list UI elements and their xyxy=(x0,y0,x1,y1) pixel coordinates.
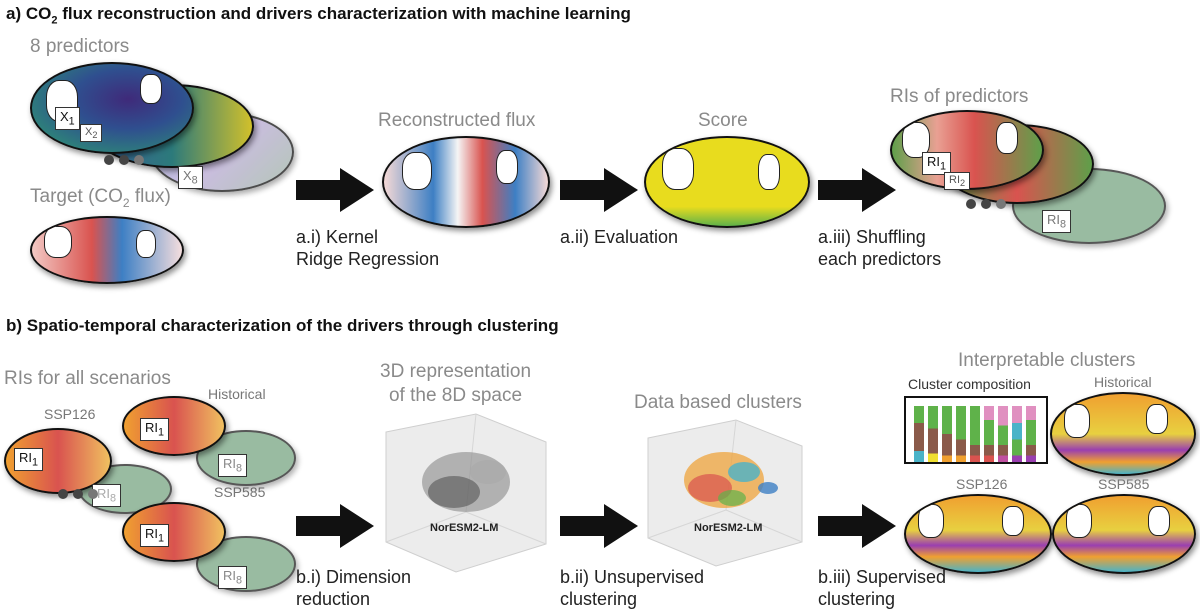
step-a-iii-line1: a.iii) Shuffling xyxy=(818,227,926,247)
step-b-i-line1: b.i) Dimension xyxy=(296,567,412,587)
score-map xyxy=(644,136,810,228)
title-a-prefix: a) CO xyxy=(6,4,52,23)
clusters-3d-plot xyxy=(647,419,803,567)
ris-all-scenarios-label: RIs for all scenarios xyxy=(4,368,171,389)
title-a-sub: 2 xyxy=(51,14,58,27)
composition-bar-2 xyxy=(928,406,938,462)
ri-1-tag: RI1 xyxy=(922,152,952,175)
ssp585-ri8-tag: RI8 xyxy=(218,566,248,589)
composition-bar-6 xyxy=(984,406,994,462)
hist-ri8-tag: RI8 xyxy=(218,454,248,477)
step-b-iii-line2: clustering xyxy=(818,589,896,609)
composition-bar-3 xyxy=(942,406,952,462)
ri-2-tag: RI2 xyxy=(944,172,971,191)
composition-bar-7 xyxy=(998,406,1008,462)
ssp126-map-label: SSP126 xyxy=(956,476,1008,492)
step-b-i: b.i) Dimension reduction xyxy=(296,566,411,610)
predictors-label: 8 predictors xyxy=(30,36,130,57)
hist-ri-map-1 xyxy=(122,396,226,456)
repr-3d-label: 3D representation of the 8D space xyxy=(380,360,531,408)
repr-line1: 3D representation xyxy=(380,361,532,382)
score-label: Score xyxy=(698,110,748,131)
reconstructed-flux-label: Reconstructed flux xyxy=(378,110,536,131)
arrow-b-ii xyxy=(560,504,638,548)
section-a-title: a) CO2 flux reconstruction and drivers c… xyxy=(6,4,631,26)
ssp585-ri-map-1 xyxy=(122,502,226,562)
step-a-i: a.i) Kernel Ridge Regression xyxy=(296,226,439,270)
composition-bar-8 xyxy=(1012,406,1022,462)
hist-ri1-tag: RI1 xyxy=(140,418,170,441)
ssp126-cluster-map xyxy=(904,494,1052,574)
composition-bar-1 xyxy=(914,406,924,462)
model-name-2: NorESM2-LM xyxy=(694,522,763,534)
composition-bar-5 xyxy=(970,406,980,462)
predictor-x1-tag: X1 xyxy=(55,107,80,130)
arrow-a-i xyxy=(296,168,374,212)
step-a-i-line2: Ridge Regression xyxy=(296,249,440,269)
ssp585-ri1-tag: RI1 xyxy=(140,524,170,547)
section-b-title: b) Spatio-temporal characterization of t… xyxy=(6,316,559,335)
ri-ellipsis-dots xyxy=(966,196,1011,214)
ri-map-1 xyxy=(890,110,1044,190)
step-b-i-line2: reduction xyxy=(296,589,371,609)
hist-cluster-map xyxy=(1050,392,1196,476)
arrow-a-iii xyxy=(818,168,896,212)
cluster-composition-label: Cluster composition xyxy=(908,376,1031,392)
predictor-x2-tag: X2 xyxy=(80,124,103,143)
interpretable-clusters-label: Interpretable clusters xyxy=(958,350,1136,371)
model-name-1: NorESM2-LM xyxy=(430,522,499,534)
step-a-ii: a.ii) Evaluation xyxy=(560,227,679,247)
step-a-iii: a.iii) Shuffling each predictors xyxy=(818,226,941,270)
step-a-iii-line2: each predictors xyxy=(818,249,942,269)
ssp585-cluster-map xyxy=(1052,494,1196,574)
arrow-b-i xyxy=(296,504,374,548)
predictor-ellipsis-dots xyxy=(104,152,149,170)
data-clusters-label: Data based clusters xyxy=(634,392,802,413)
step-b-ii-line1: b.ii) Unsupervised xyxy=(560,567,705,587)
composition-bar-9 xyxy=(1026,406,1036,462)
ssp126-scenario-label: SSP126 xyxy=(44,406,96,422)
predictor-x8-tag: X8 xyxy=(178,166,203,189)
composition-bar-4 xyxy=(956,406,966,462)
arrow-a-ii xyxy=(560,168,638,212)
embedding-3d-plot xyxy=(385,413,547,573)
historical-scenario-label: Historical xyxy=(208,386,266,402)
ssp585-scenario-label: SSP585 xyxy=(214,484,266,500)
target-label: Target (CO2 flux) xyxy=(30,186,171,210)
cluster-composition-chart xyxy=(904,396,1048,464)
hist-map-label: Historical xyxy=(1094,374,1152,390)
step-a-i-line1: a.i) Kernel xyxy=(296,227,379,247)
step-b-iii: b.iii) Supervised clustering xyxy=(818,566,946,610)
title-a-suffix: flux reconstruction and drivers characte… xyxy=(57,4,631,23)
step-b-iii-line1: b.iii) Supervised xyxy=(818,567,947,587)
step-b-ii: b.ii) Unsupervised clustering xyxy=(560,566,704,610)
repr-line2: of the 8D space xyxy=(388,385,523,406)
step-b-ii-line2: clustering xyxy=(560,589,638,609)
reconstructed-flux-map xyxy=(382,136,550,228)
ssp585-map-label: SSP585 xyxy=(1098,476,1150,492)
ris-of-predictors-label: RIs of predictors xyxy=(890,86,1029,107)
arrow-b-iii xyxy=(818,504,896,548)
scenario-ellipsis-dots xyxy=(58,486,103,504)
ri-8-tag: RI8 xyxy=(1042,210,1072,233)
target-flux-map xyxy=(30,216,184,284)
ssp126-ri1-tag: RI1 xyxy=(14,448,44,471)
